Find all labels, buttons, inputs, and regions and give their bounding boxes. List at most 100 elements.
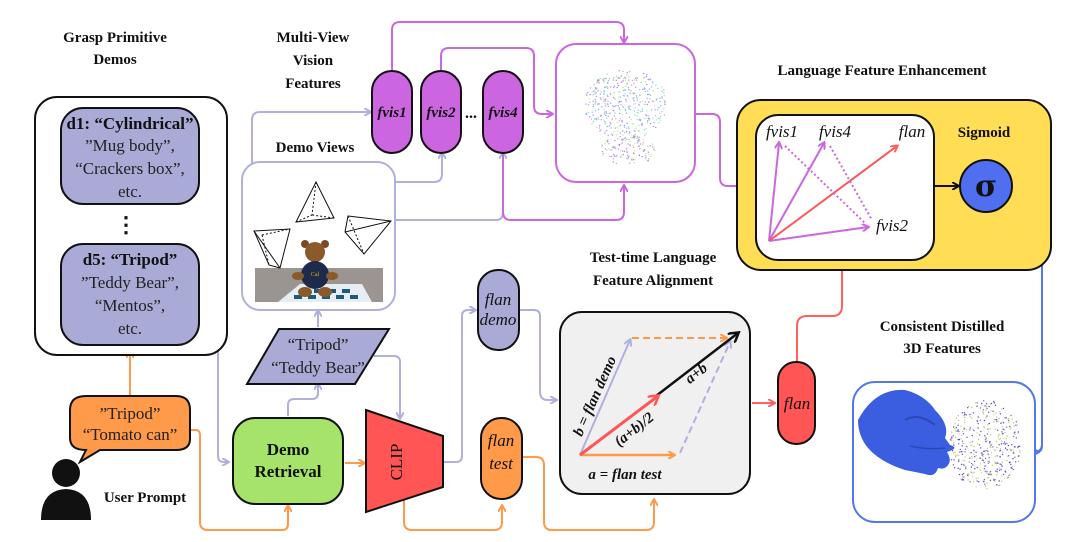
point <box>624 93 626 95</box>
point <box>989 445 991 448</box>
point <box>604 111 606 113</box>
point <box>642 144 644 146</box>
point <box>1006 459 1008 462</box>
point <box>988 473 990 476</box>
point <box>644 81 647 83</box>
point <box>604 132 606 135</box>
point <box>609 155 611 158</box>
sigmoid-node[interactable]: σ <box>959 159 1013 213</box>
point <box>625 148 628 150</box>
point <box>607 95 609 98</box>
point <box>1007 476 1009 478</box>
enh-label-flan: flan <box>899 122 925 141</box>
point <box>610 102 612 104</box>
point <box>995 446 998 448</box>
point <box>999 448 1002 450</box>
point <box>621 139 623 141</box>
point <box>625 130 628 133</box>
point <box>651 146 654 148</box>
robot-hand-icon <box>858 389 955 476</box>
point <box>626 71 628 74</box>
point <box>634 159 636 161</box>
point <box>647 160 649 162</box>
vector-half-sum <box>579 396 658 457</box>
point <box>996 484 998 486</box>
point <box>957 419 960 422</box>
point <box>998 444 1000 446</box>
point <box>638 138 640 141</box>
point <box>966 436 968 438</box>
point <box>628 71 631 73</box>
point <box>663 114 665 116</box>
clip-encoder[interactable]: CLIP <box>365 408 444 514</box>
point <box>624 132 626 134</box>
point <box>610 133 613 135</box>
point <box>587 92 589 94</box>
fvis4-node[interactable]: fvis4 <box>482 70 524 154</box>
fvis2-node[interactable]: fvis2 <box>420 70 462 154</box>
point <box>990 443 992 445</box>
point <box>628 76 630 78</box>
point <box>634 92 636 95</box>
point <box>639 101 641 103</box>
point <box>632 92 634 94</box>
point <box>644 134 646 136</box>
point <box>995 412 997 414</box>
point <box>626 151 628 154</box>
edge-retrieval-to-text <box>287 384 318 416</box>
point <box>592 105 594 108</box>
point <box>638 124 640 127</box>
point <box>631 159 634 161</box>
fvis1-label: fvis1 <box>377 105 406 121</box>
point <box>646 83 648 86</box>
point <box>953 452 955 454</box>
point <box>659 119 662 121</box>
point <box>990 433 992 436</box>
point <box>634 107 636 109</box>
teddy-bear-icon: Cal <box>292 240 338 297</box>
point <box>976 401 978 404</box>
fvis1-node[interactable]: fvis1 <box>371 70 413 154</box>
clip-label: CLIP <box>387 444 406 481</box>
point <box>613 115 616 117</box>
point <box>1002 407 1005 410</box>
point <box>628 155 630 158</box>
flan-demo-line2: demo <box>480 310 517 329</box>
point <box>633 103 635 105</box>
point <box>1008 455 1010 457</box>
point <box>634 114 636 116</box>
flan-demo-node[interactable]: flan demo <box>477 269 520 351</box>
demo-card-d1[interactable]: d1: “Cylindrical” ”Mug body”, “Crackers … <box>60 107 200 205</box>
point <box>965 466 967 468</box>
point <box>954 436 957 438</box>
point <box>645 157 647 159</box>
flan-output-node[interactable]: flan <box>777 361 816 445</box>
point <box>958 473 961 476</box>
point <box>958 458 960 461</box>
point <box>1011 465 1013 467</box>
point <box>1009 425 1011 428</box>
sigmoid-label: Sigmoid <box>958 125 1011 141</box>
point <box>625 85 627 88</box>
point <box>986 447 989 450</box>
flan-test-node[interactable]: flan test <box>480 417 523 500</box>
point <box>645 127 647 130</box>
point <box>633 161 635 164</box>
point <box>612 109 615 112</box>
point <box>621 142 623 144</box>
point <box>655 84 657 86</box>
point <box>587 111 589 114</box>
user-prompt-label: User Prompt <box>104 490 186 506</box>
point <box>615 147 617 149</box>
demo-retrieval-block[interactable]: Demo Retrieval <box>232 417 344 505</box>
point <box>638 140 640 142</box>
point <box>1015 421 1017 423</box>
demo-card-d5[interactable]: d5: “Tripod” ”Teddy Bear”, “Mentos”, etc… <box>60 243 200 346</box>
point <box>626 95 629 97</box>
point <box>627 154 629 156</box>
prompt-bubble[interactable]: ”Tripod” “Tomato can” <box>69 395 191 465</box>
point <box>1003 438 1005 440</box>
point <box>596 87 598 89</box>
point <box>983 419 986 422</box>
point <box>997 436 999 438</box>
